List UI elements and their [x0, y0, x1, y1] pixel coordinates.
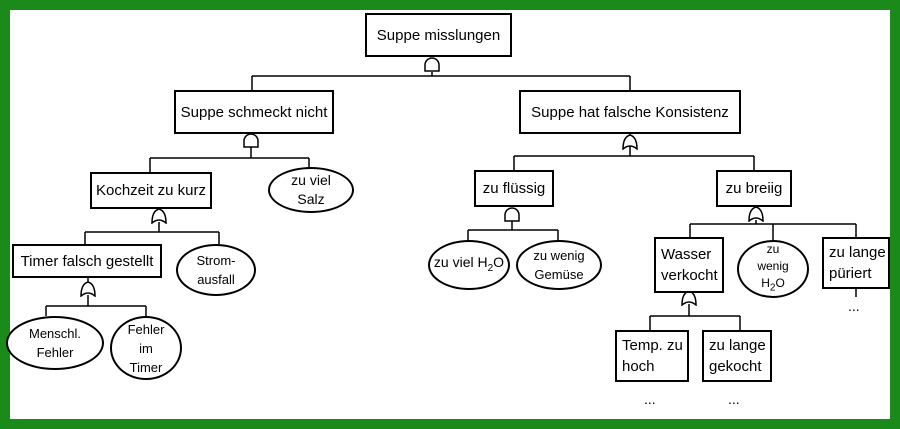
- node-stromausfall: Strom-ausfall: [176, 244, 256, 296]
- node-zu-wenig-gemuese: zu wenig Gemüse: [516, 240, 602, 290]
- label-text: zu wenig H: [757, 242, 789, 291]
- label-text: O: [775, 276, 785, 291]
- node-zu-fluessig: zu flüssig: [474, 170, 554, 207]
- label-text: O: [493, 253, 505, 270]
- fluessig-and-gate: [504, 207, 520, 222]
- node-label: Kochzeit zu kurz: [95, 182, 207, 199]
- node-zu-lange-gekocht: zu lange gekocht: [702, 330, 772, 382]
- node-zu-lange-pueriert: zu lange püriert: [822, 237, 890, 289]
- node-label: Suppe hat falsche Konsistenz: [531, 103, 729, 121]
- label-text: zu viel H: [433, 253, 488, 270]
- ellipsis-pueriert: ...: [848, 298, 860, 314]
- node-label: zu breiig: [725, 180, 783, 197]
- timer-or-gate: [80, 281, 96, 297]
- node-label: zu lange gekocht: [709, 337, 766, 375]
- node-label: zu wenig Gemüse: [533, 248, 585, 282]
- subscript-text: 2: [769, 282, 776, 294]
- node-suppe-misslungen: Suppe misslungen: [365, 13, 512, 57]
- root-and-gate: [424, 57, 440, 72]
- node-label: zu viel H2O: [434, 253, 504, 278]
- node-label: Suppe misslungen: [376, 26, 501, 44]
- node-label: Temp. zu hoch: [622, 337, 683, 375]
- node-label: Suppe schmeckt nicht: [180, 103, 328, 121]
- node-kochzeit-zu-kurz: Kochzeit zu kurz: [90, 172, 212, 209]
- node-label: Fehler im Timer: [127, 321, 165, 375]
- ellipsis-gekocht: ...: [728, 391, 740, 407]
- node-label: zu viel Salz: [291, 172, 331, 207]
- node-wasser-verkocht: Wasser verkocht: [654, 237, 724, 293]
- node-timer-falsch-gestellt: Timer falsch gestellt: [12, 244, 162, 278]
- node-label: Strom-ausfall: [196, 253, 236, 287]
- node-label: Wasser verkocht: [661, 246, 718, 284]
- node-label: zu wenig H2O: [753, 241, 793, 296]
- schmeckt-and-gate: [243, 133, 259, 148]
- node-temp-zu-hoch: Temp. zu hoch: [615, 330, 689, 382]
- node-falsche-konsistenz: Suppe hat falsche Konsistenz: [519, 90, 741, 134]
- wasser-or-gate: [681, 290, 697, 306]
- node-zu-viel-salz: zu viel Salz: [268, 167, 354, 213]
- node-zu-breiig: zu breiig: [716, 170, 792, 207]
- breiig-or-gate: [748, 206, 764, 222]
- node-menschl-fehler: Menschl. Fehler: [6, 316, 104, 370]
- node-label: Timer falsch gestellt: [20, 252, 154, 270]
- subscript-text: 2: [487, 262, 494, 274]
- node-label: zu lange püriert: [829, 244, 886, 282]
- connector-lines: [45, 60, 857, 330]
- node-suppe-schmeckt-nicht: Suppe schmeckt nicht: [174, 90, 334, 134]
- node-fehler-im-timer: Fehler im Timer: [110, 316, 182, 380]
- konsistenz-or-gate: [622, 134, 638, 150]
- node-label: zu flüssig: [482, 180, 546, 197]
- ellipsis-temp: ...: [644, 391, 656, 407]
- node-label: Menschl. Fehler: [28, 326, 82, 360]
- node-zu-viel-h2o: zu viel H2O: [428, 240, 510, 290]
- node-zu-wenig-h2o: zu wenig H2O: [737, 240, 809, 298]
- diagram-canvas: Suppe misslungen Suppe schmeckt nicht Su…: [6, 10, 890, 419]
- kochzeit-or-gate: [151, 208, 167, 224]
